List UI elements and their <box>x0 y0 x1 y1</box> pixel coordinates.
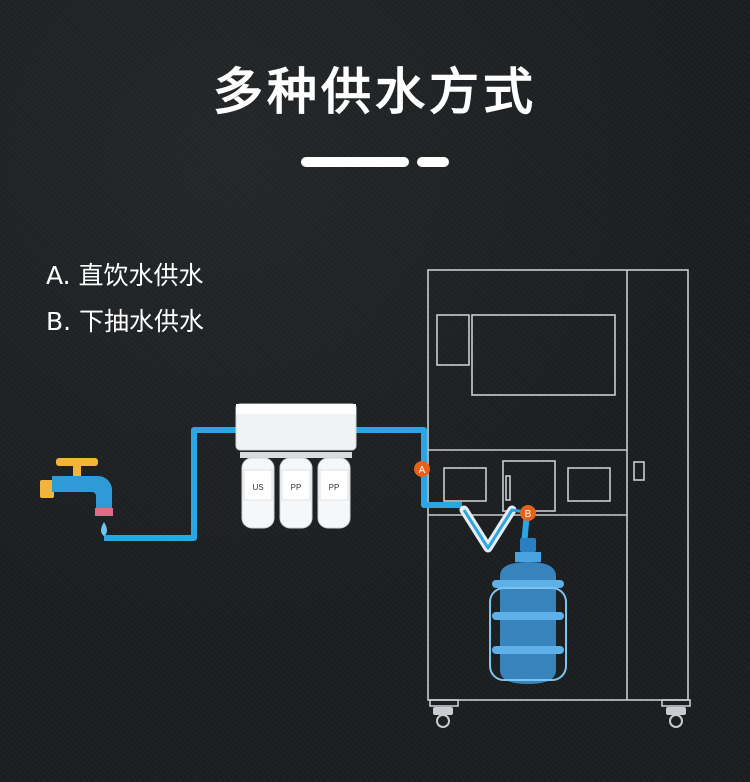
filter-label-2: PP <box>291 483 302 492</box>
pipe-inlet <box>104 427 240 541</box>
option-a-label: A. 直饮水供水 <box>46 261 204 290</box>
filter-cartridge-1: US <box>241 457 275 529</box>
marker-b: B <box>520 505 536 521</box>
option-b-label: B. 下抽水供水 <box>46 307 205 336</box>
marker-a: A <box>414 461 430 477</box>
machine-left-slot <box>443 467 487 502</box>
water-bottle-icon <box>489 538 567 684</box>
machine-body <box>427 269 689 701</box>
machine-foot-left <box>429 699 459 707</box>
filter-cartridge-3: PP <box>317 457 351 529</box>
caster-left-icon <box>433 707 453 728</box>
filter-label-3: PP <box>329 483 340 492</box>
title-underline-long <box>301 157 409 167</box>
machine-right-slot <box>567 467 611 502</box>
title-underline-short <box>417 157 449 167</box>
bottle-hose-core <box>462 508 527 550</box>
marker-a-label: A <box>419 465 426 476</box>
machine-handle <box>505 475 511 501</box>
filter-label-1: US <box>252 483 263 492</box>
page-title: 多种供水方式 <box>213 63 537 121</box>
machine-lock-icon <box>633 461 645 481</box>
marker-b-label: B <box>525 509 532 520</box>
machine-small-panel <box>436 314 470 366</box>
faucet-icon <box>40 458 113 536</box>
filter-unit: US PP PP <box>235 403 357 529</box>
machine-foot-right <box>661 699 691 707</box>
caster-right-icon <box>666 707 686 728</box>
vending-machine <box>427 269 691 707</box>
filter-cartridge-2: PP <box>279 457 313 529</box>
machine-screen <box>471 314 616 396</box>
